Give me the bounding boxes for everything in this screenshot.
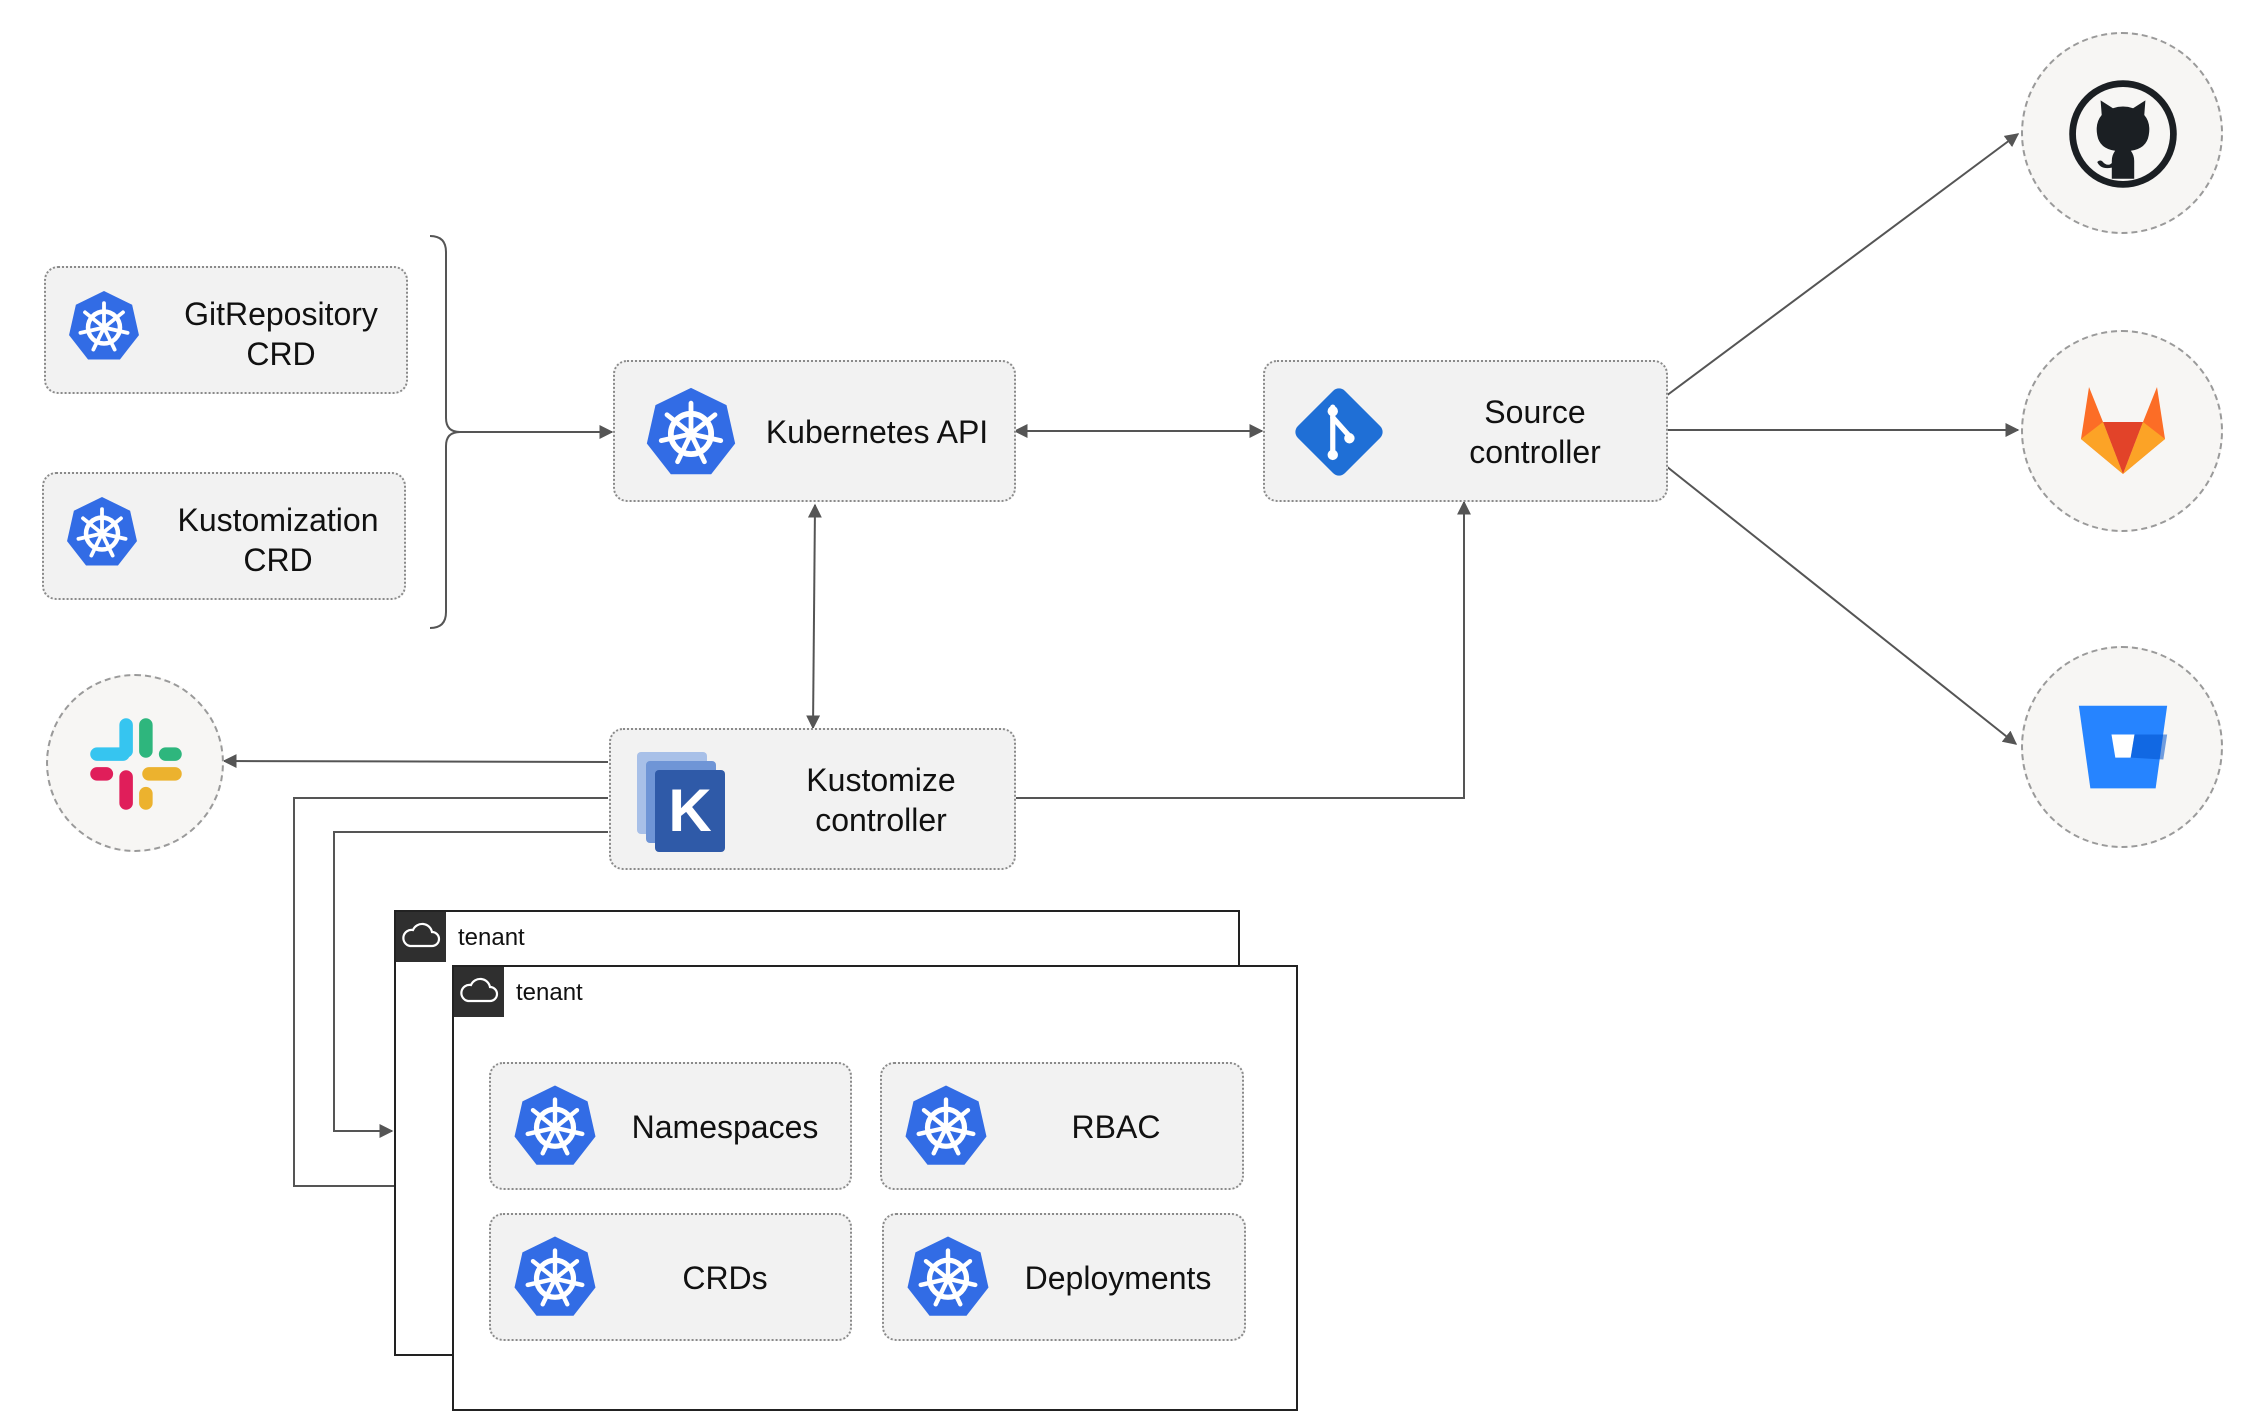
gitrepository-crd-label: GitRepository CRD — [184, 296, 378, 372]
slack-icon — [90, 718, 182, 810]
kubernetes-icon — [511, 1082, 599, 1170]
source-controller-node[interactable]: Source controller — [1263, 360, 1668, 502]
kustomize-icon: K — [637, 752, 727, 852]
gitrepository-crd-node[interactable]: GitRepository CRD — [44, 266, 408, 394]
kubernetes-icon — [511, 1233, 599, 1321]
github-node[interactable] — [2021, 32, 2223, 234]
deployments-node[interactable]: Deployments — [882, 1213, 1246, 1341]
kubernetes-icon — [66, 288, 142, 364]
bitbucket-icon — [2078, 705, 2168, 789]
kubernetes-api-node[interactable]: Kubernetes API — [613, 360, 1016, 502]
github-icon — [2069, 80, 2177, 188]
kustomization-crd-label: Kustomization CRD — [177, 502, 379, 578]
slack-node[interactable] — [46, 674, 224, 852]
rbac-node[interactable]: RBAC — [880, 1062, 1244, 1190]
cloud-icon — [454, 967, 504, 1017]
source-controller-label: Source controller — [1469, 394, 1601, 470]
kubernetes-icon — [64, 494, 140, 570]
gitlab-icon — [2081, 387, 2165, 474]
kubernetes-api-label: Kubernetes API — [765, 414, 989, 450]
git-icon — [1295, 388, 1383, 476]
crds-label: CRDs — [682, 1260, 768, 1296]
kubernetes-icon — [643, 384, 739, 480]
namespaces-label: Namespaces — [631, 1109, 819, 1145]
bitbucket-node[interactable] — [2021, 646, 2223, 848]
tenant-label: tenant — [516, 979, 583, 1006]
tenant-header — [454, 967, 504, 1017]
kustomize-controller-label: Kustomize controller — [806, 762, 956, 838]
gitlab-node[interactable] — [2021, 330, 2223, 532]
tenant-label: tenant — [458, 924, 525, 951]
cloud-icon — [396, 912, 446, 962]
kubernetes-icon — [904, 1233, 992, 1321]
kustomization-crd-node[interactable]: Kustomization CRD — [42, 472, 406, 600]
deployments-label: Deployments — [1024, 1260, 1212, 1296]
kustomize-controller-node[interactable]: K Kustomize controller — [609, 728, 1016, 870]
rbac-label: RBAC — [1071, 1109, 1161, 1145]
kustomize-icon-letter: K — [655, 770, 725, 852]
tenant-header — [396, 912, 446, 962]
crds-node[interactable]: CRDs — [489, 1213, 852, 1341]
namespaces-node[interactable]: Namespaces — [489, 1062, 852, 1190]
kubernetes-icon — [902, 1082, 990, 1170]
